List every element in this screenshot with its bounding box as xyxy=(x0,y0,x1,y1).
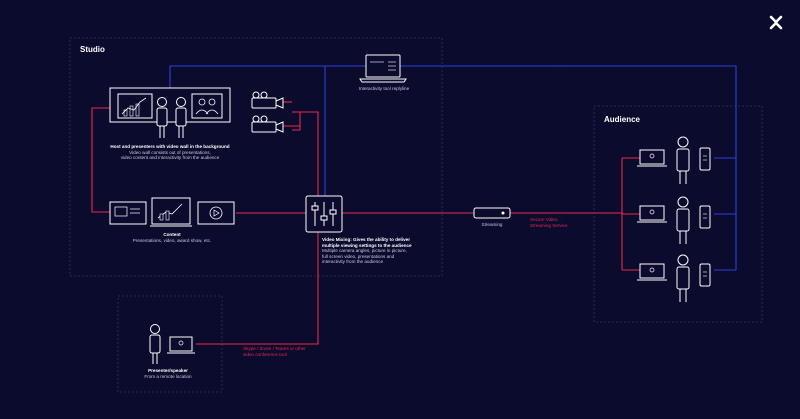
presenter-line: From a remote location xyxy=(144,373,192,379)
audience-member-icon xyxy=(637,136,711,184)
camera-icon xyxy=(251,91,284,133)
x-logo-icon xyxy=(769,15,783,30)
presenter-caption: Presenter/speaker From a remote location xyxy=(144,368,191,379)
content-title: Content xyxy=(163,232,181,237)
remote-tool-caption: Skype / Zoom / Teams or other video conf… xyxy=(243,346,306,357)
host-line: Video wall consists out of presentations… xyxy=(129,149,211,155)
mixing-line: full screen video, presentations and xyxy=(322,253,395,259)
host-line: video content and interactivity from the… xyxy=(120,155,220,161)
remote-presenter-icon xyxy=(149,324,195,364)
studio-group-box xyxy=(69,37,443,277)
content-caption: Content Presentations, video, award show… xyxy=(133,232,211,243)
mixing-line: Multiple camera angles, picture in pictu… xyxy=(322,248,407,254)
interactivity-tool-label: Interactivity tool replyline xyxy=(358,86,410,91)
blue-connections xyxy=(169,65,737,271)
streaming-service-line: Secure Video xyxy=(530,217,558,222)
remote-tool-line: video conference tool xyxy=(243,351,287,357)
presenter-figure-icon xyxy=(156,97,187,138)
red-connections xyxy=(91,101,640,345)
remote-tool-line: Skype / Zoom / Teams or other xyxy=(243,346,306,351)
video-wall-icon xyxy=(109,87,231,123)
audience-member-icon xyxy=(637,254,711,302)
interactivity-laptop-icon xyxy=(359,54,407,83)
content-devices-icon xyxy=(109,197,235,227)
mixing-caption: Video Mixing: Gives the ability to deliv… xyxy=(322,237,412,265)
studio-title: Studio xyxy=(80,45,105,54)
audience-title: Audience xyxy=(604,115,641,124)
streaming-device-icon xyxy=(473,207,511,219)
content-line: Presentations, video, award show, etc. xyxy=(132,237,212,243)
audience-group-box xyxy=(593,105,763,323)
audience-member-icon xyxy=(637,196,711,244)
mixing-line: interactivity from the audience xyxy=(322,259,384,265)
presenter-title: Presenter/speaker xyxy=(148,368,188,373)
host-title: Host and presenters with video wall in t… xyxy=(110,144,230,149)
streaming-service-line: Streaming Service xyxy=(530,222,568,228)
host-caption: Host and presenters with video wall in t… xyxy=(110,144,229,161)
streaming-label: Streaming xyxy=(481,222,503,227)
video-mixer-icon xyxy=(305,195,343,233)
mixing-title: multiple viewing settings to the audienc… xyxy=(322,242,412,248)
mixing-title: Video Mixing: Gives the ability to deliv… xyxy=(322,237,410,242)
streaming-service-caption: Secure Video Streaming Service xyxy=(530,217,568,228)
